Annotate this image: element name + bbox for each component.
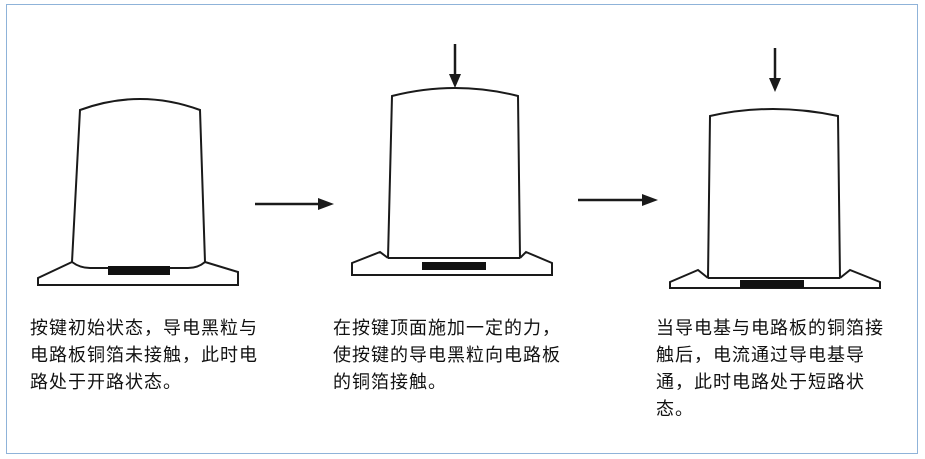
caption-pressing-state: 在按键顶面施加一定的力，使按键的导电黑粒向电路板的铜箔接触。 <box>333 318 561 393</box>
key-cap-outline <box>707 108 841 279</box>
caption-contact-state: 当导电基与电路板的铜箔接触后，电流通过导电基导通，此时电路处于短路状态。 <box>656 318 884 420</box>
arrow-stage-2-to-3 <box>578 194 658 206</box>
diagram-frame <box>6 4 918 454</box>
caption-initial-state: 按键初始状态，导电黑粒与电路板铜箔未接触，此时电路处于开路状态。 <box>30 318 258 393</box>
conductive-pill <box>422 262 486 270</box>
key-stage-contact <box>669 108 881 289</box>
key-stage-pressing <box>351 87 553 276</box>
arrow-stage-1-to-2 <box>255 198 334 210</box>
key-cap-outline <box>71 98 206 263</box>
key-stage-initial <box>37 98 239 286</box>
press-arrow-stage-3 <box>769 48 781 92</box>
conductive-pill <box>108 266 170 275</box>
key-flange-outline <box>37 261 239 286</box>
key-cap-outline <box>387 87 521 259</box>
press-arrow-stage-2 <box>449 44 461 88</box>
conductive-pill <box>740 280 804 288</box>
key-flange-outline <box>351 250 553 276</box>
